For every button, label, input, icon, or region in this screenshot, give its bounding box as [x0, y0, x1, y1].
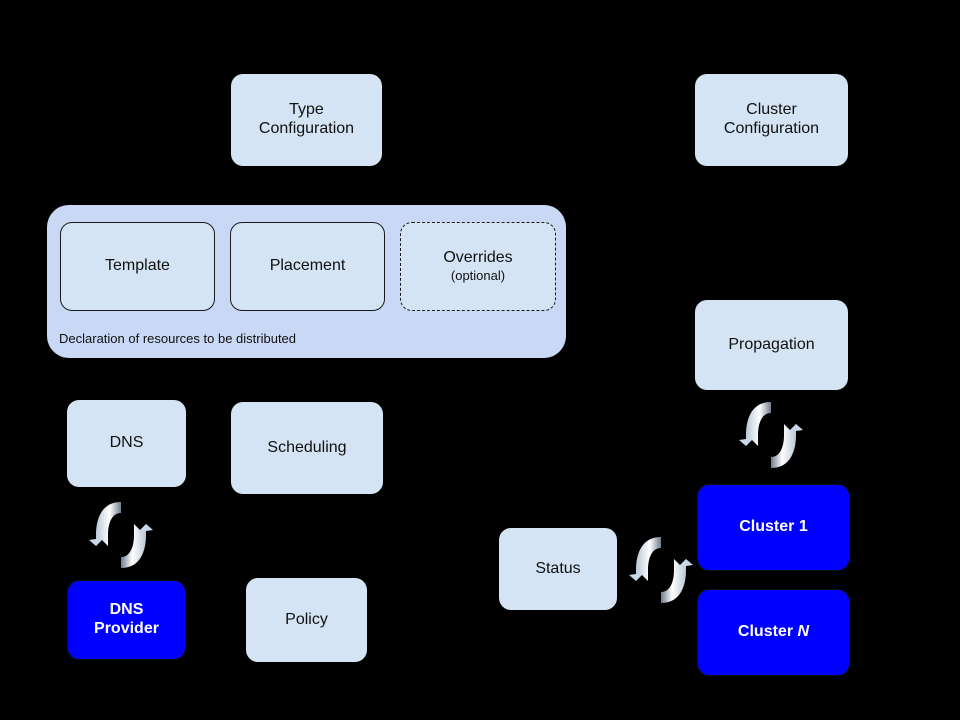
node-dns-label: DNS: [109, 434, 144, 452]
node-cluster-n[interactable]: Cluster N: [697, 589, 850, 676]
node-cluster-configuration[interactable]: Cluster Configuration: [695, 74, 848, 166]
node-propagation-label: Propagation: [728, 335, 815, 353]
node-propagation[interactable]: Propagation: [695, 300, 848, 390]
node-cluster-n-label: Cluster N: [737, 623, 810, 641]
sync-loop-icon-status: [629, 537, 693, 603]
node-scheduling-label: Scheduling: [267, 438, 347, 456]
sync-loop-icon-dns: [89, 502, 153, 568]
node-overrides-label: Overrides (optional): [443, 249, 513, 284]
node-status-label: Status: [535, 559, 581, 577]
container-caption: Declaration of resources to be distribut…: [59, 331, 297, 346]
node-type-configuration-label: Type Configuration: [258, 101, 355, 137]
node-type-configuration[interactable]: Type Configuration: [231, 74, 382, 166]
node-overrides[interactable]: Overrides (optional): [400, 222, 556, 311]
node-cluster-configuration-label: Cluster Configuration: [723, 101, 820, 137]
node-placement-label: Placement: [269, 257, 346, 275]
node-dns[interactable]: DNS: [67, 400, 186, 487]
sync-loop-icon-propagation: [739, 402, 803, 468]
node-template[interactable]: Template: [60, 222, 215, 311]
node-scheduling[interactable]: Scheduling: [231, 402, 383, 494]
node-cluster-1-label: Cluster 1: [739, 518, 808, 536]
node-cluster-1[interactable]: Cluster 1: [697, 484, 850, 571]
node-policy[interactable]: Policy: [246, 578, 367, 662]
node-overrides-sublabel: (optional): [450, 268, 506, 284]
node-dns-provider[interactable]: DNS Provider: [67, 580, 186, 660]
node-status[interactable]: Status: [499, 528, 617, 610]
node-dns-provider-label: DNS Provider: [94, 601, 159, 637]
node-template-label: Template: [105, 257, 170, 275]
node-policy-label: Policy: [285, 610, 328, 628]
node-placement[interactable]: Placement: [230, 222, 385, 311]
